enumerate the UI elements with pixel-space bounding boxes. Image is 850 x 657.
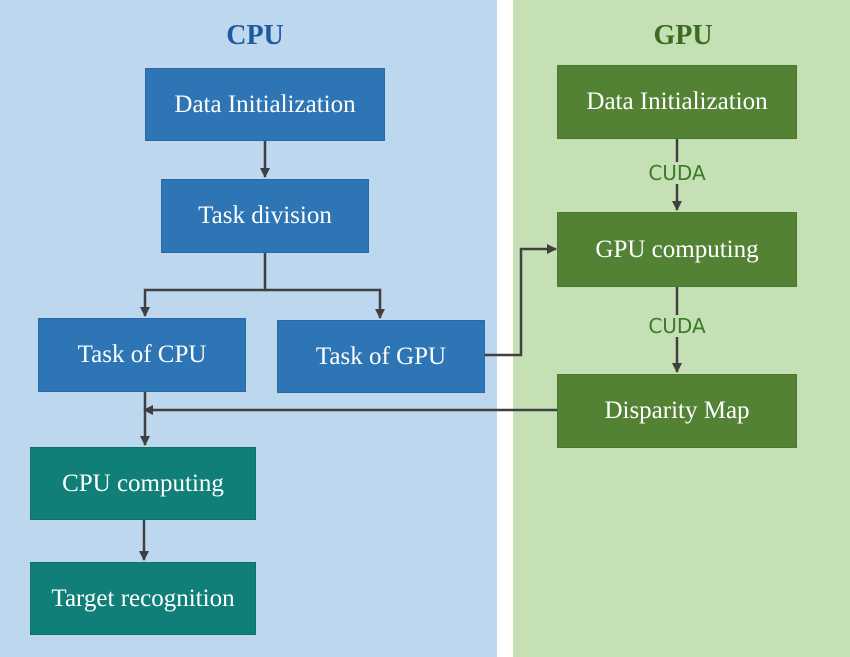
target-recognition-node: Target recognition bbox=[30, 562, 256, 635]
cpu-computing-node: CPU computing bbox=[30, 447, 256, 520]
cuda-label-2: CUDA bbox=[627, 315, 727, 337]
gpu-computing-node: GPU computing bbox=[557, 212, 797, 287]
gpu-data-initialization-node: Data Initialization bbox=[557, 65, 797, 139]
edge-taskdivision-to-taskgpu bbox=[265, 288, 385, 319]
task-division-node: Task division bbox=[161, 179, 369, 253]
task-of-gpu-node: Task of GPU bbox=[277, 320, 485, 393]
gpu-panel-title: GPU bbox=[653, 20, 713, 51]
disparity-map-node: Disparity Map bbox=[557, 374, 797, 448]
edge-taskdivision-to-taskcpu bbox=[140, 253, 267, 317]
edge-taskgpu-to-gpucomputing bbox=[485, 244, 557, 357]
cpu-data-initialization-node: Data Initialization bbox=[145, 68, 385, 141]
cpu-panel-title: CPU bbox=[226, 20, 284, 51]
task-of-cpu-node: Task of CPU bbox=[38, 318, 246, 392]
cuda-label-1: CUDA bbox=[627, 162, 727, 184]
